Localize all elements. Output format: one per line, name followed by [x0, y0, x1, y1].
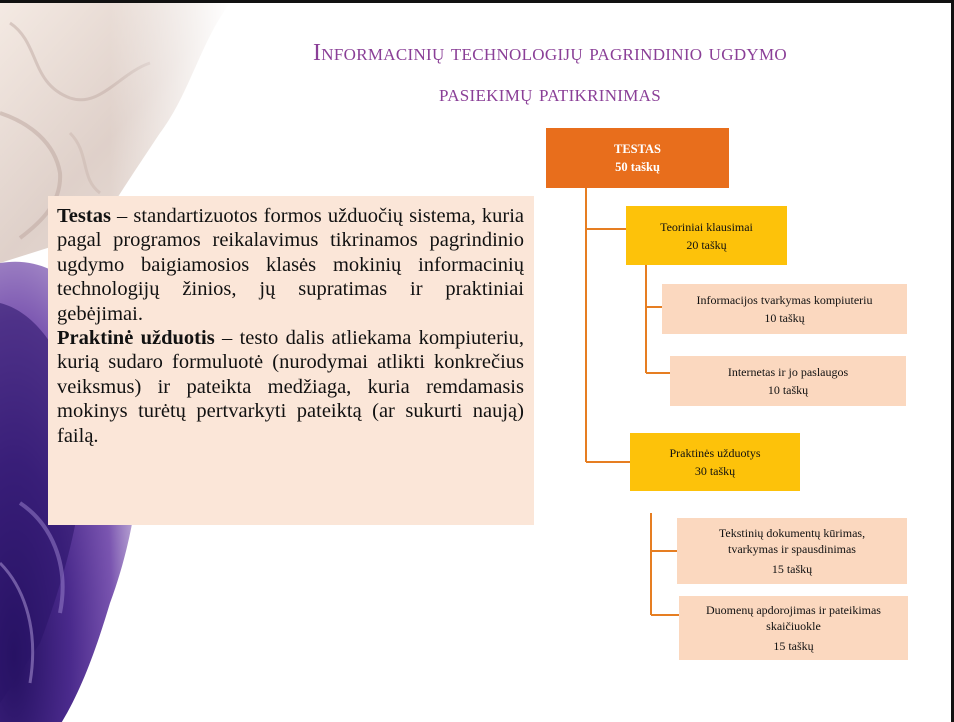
- node-testas-title: TESTAS: [613, 142, 661, 156]
- node-data-processing-title-1: Duomenų apdorojimas ir pateikimas: [706, 603, 881, 617]
- node-data-processing: Duomenų apdorojimas ir pateikimas skaiči…: [679, 596, 908, 660]
- node-practice: Praktinės užduotys 30 taškų: [630, 433, 800, 491]
- node-info-management-points: 10 taškų: [764, 311, 805, 325]
- praktine-definition: Praktinė užduotis – testo dalis atliekam…: [57, 326, 524, 448]
- node-info-management: Informacijos tvarkymas kompiuteriu 10 ta…: [662, 284, 907, 334]
- praktine-term: Praktinė užduotis: [57, 327, 215, 350]
- node-practice-points: 30 taškų: [694, 464, 736, 478]
- title-line-1: Informacinių technologijų pagrindinio ug…: [313, 40, 787, 66]
- testas-text: – standartizuotos formos užduočių sistem…: [57, 205, 524, 325]
- node-data-processing-points: 15 taškų: [773, 639, 814, 653]
- slide-title: Informacinių technologijų pagrindinio ug…: [150, 33, 950, 115]
- node-theory-points: 20 taškų: [686, 237, 727, 252]
- node-internet-title: Internetas ir jo paslaugos: [727, 365, 849, 379]
- praktine-text: – testo dalis atliekama kompiuteriu, kur…: [57, 327, 524, 447]
- node-theory-title: Teoriniai klausimai: [660, 219, 753, 234]
- node-testas-points: 50 taškų: [615, 160, 660, 174]
- node-practice-title: Praktinės užduotys: [669, 446, 761, 460]
- title-line-2: pasiekimų patikrinimas: [439, 81, 661, 107]
- node-text-documents: Tekstinių dokumentų kūrimas, tvarkymas i…: [677, 518, 907, 584]
- node-internet: Internetas ir jo paslaugos 10 taškų: [670, 356, 906, 406]
- node-text-documents-title-1: Tekstinių dokumentų kūrimas,: [718, 526, 866, 540]
- node-data-processing-title-2: skaičiuokle: [766, 619, 821, 633]
- node-info-management-title: Informacijos tvarkymas kompiuteriu: [696, 293, 873, 307]
- node-text-documents-title-2: tvarkymas ir spausdinimas: [728, 542, 856, 556]
- testas-definition: Testas – standartizuotos formos užduočių…: [57, 204, 524, 326]
- node-internet-points: 10 taškų: [767, 383, 809, 397]
- definitions-textbox: Testas – standartizuotos formos užduočių…: [48, 196, 534, 525]
- node-testas: TESTAS 50 taškų: [546, 128, 729, 188]
- node-text-documents-points: 15 taškų: [771, 562, 813, 576]
- hierarchy-connectors: [585, 188, 679, 616]
- testas-term: Testas: [57, 205, 111, 227]
- node-theory: Teoriniai klausimai 20 taškų: [626, 206, 787, 265]
